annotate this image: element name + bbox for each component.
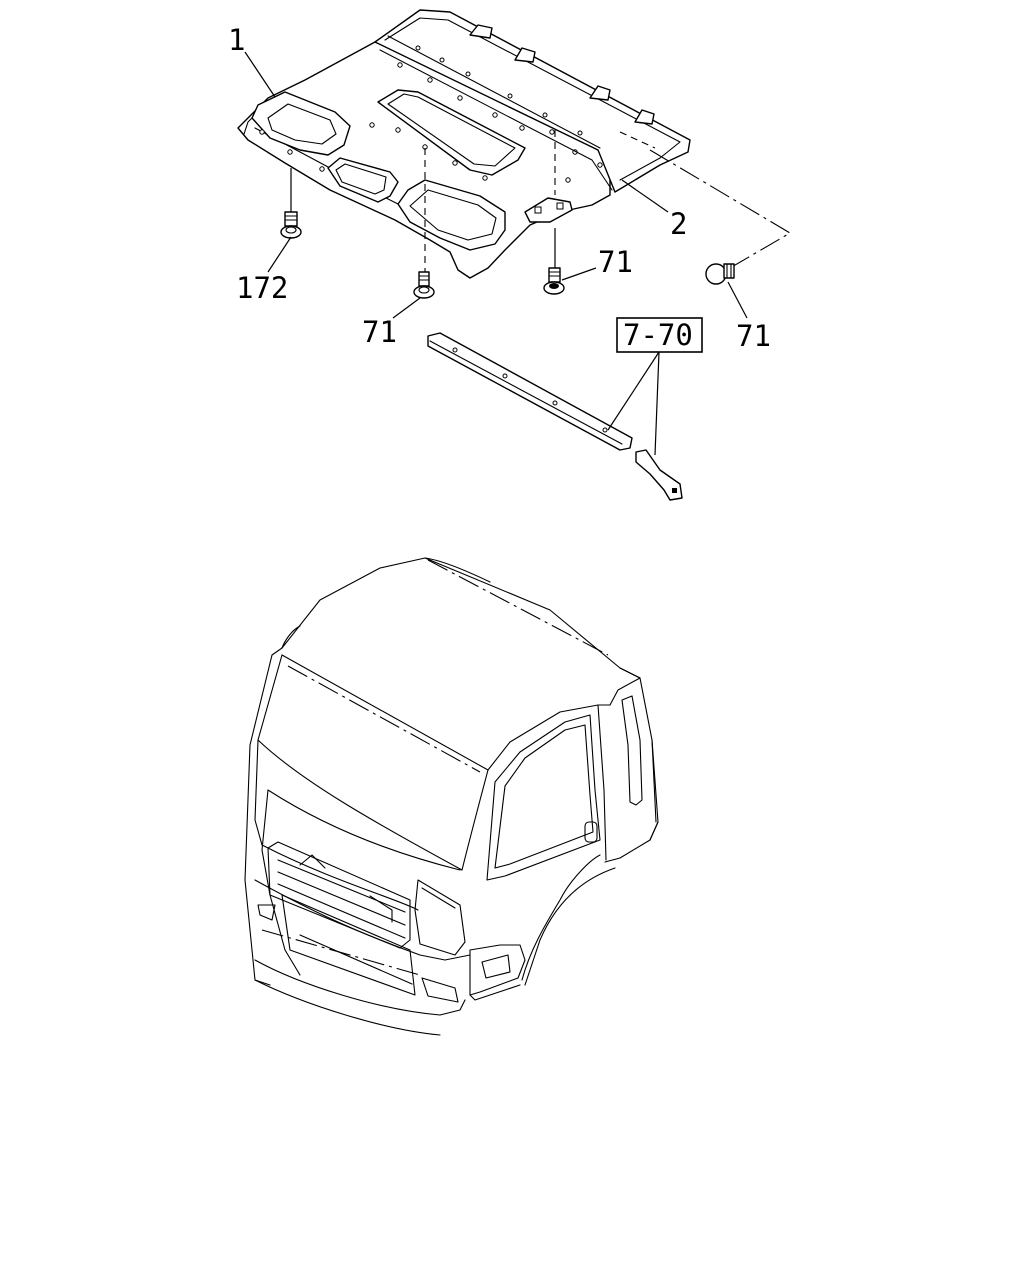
label-clip-far-right: 71 bbox=[736, 319, 771, 353]
truck-cab bbox=[244, 557, 659, 1036]
roof-rail-strip bbox=[427, 332, 633, 451]
label-rear-panel: 2 bbox=[670, 207, 687, 241]
leader-1 bbox=[244, 51, 276, 98]
clip-172 bbox=[280, 211, 302, 239]
screw-71-right bbox=[543, 267, 565, 295]
leader-71-far-right bbox=[727, 281, 748, 319]
rear-panel bbox=[374, 9, 691, 193]
screw-71-center bbox=[413, 271, 435, 299]
label-clip-left: 172 bbox=[236, 271, 288, 305]
rail-bracket bbox=[635, 449, 683, 501]
leader-71-center bbox=[392, 297, 421, 319]
label-screw-right: 71 bbox=[598, 245, 633, 279]
leader-71-right bbox=[561, 267, 597, 281]
leader-172 bbox=[267, 236, 292, 273]
leader-7-70-a bbox=[607, 351, 660, 431]
label-reference[interactable]: 7-70 bbox=[623, 318, 693, 352]
mounting-holes bbox=[259, 62, 603, 183]
assembly-line-rear bbox=[619, 131, 656, 149]
clip-71-far-right bbox=[705, 263, 735, 285]
label-headlining: 1 bbox=[228, 23, 245, 57]
leader-2 bbox=[621, 179, 669, 213]
reference-box[interactable] bbox=[616, 317, 703, 353]
label-screw-center: 71 bbox=[362, 315, 397, 349]
assembly-line-clip bbox=[649, 149, 792, 269]
headlining-panel bbox=[237, 37, 611, 279]
leader-7-70-b bbox=[654, 351, 660, 456]
